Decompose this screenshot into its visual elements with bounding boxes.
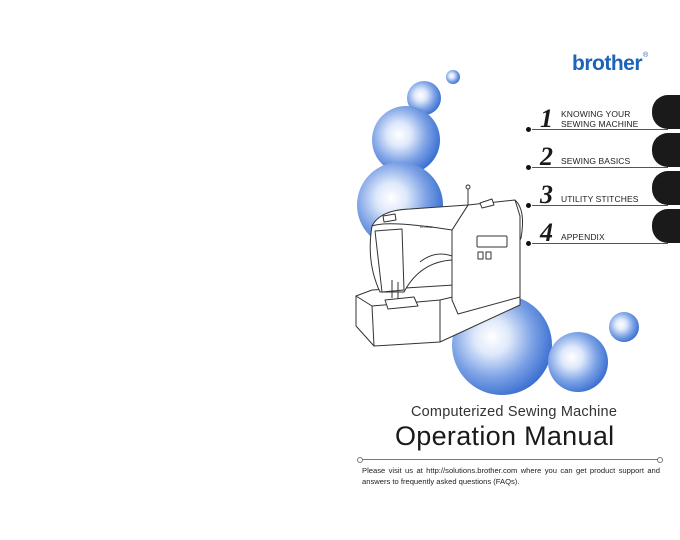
chapter-rule xyxy=(532,205,668,206)
brand-name: brother xyxy=(572,52,643,75)
bullet-icon xyxy=(526,127,531,132)
chapter-number: 4 xyxy=(540,218,553,247)
chapter-label: SEWING BASICS xyxy=(561,156,631,166)
chapter-rule xyxy=(532,129,668,130)
chapter-rule xyxy=(532,167,668,168)
divider-end-icon xyxy=(357,457,363,463)
bubble xyxy=(407,81,441,115)
chapter-rule xyxy=(532,243,668,244)
support-note: Please visit us at http://solutions.brot… xyxy=(362,466,660,486)
chapter-label: SEWING MACHINE xyxy=(561,119,639,129)
chapter-tab xyxy=(652,209,680,243)
chapter-label: KNOWING YOUR xyxy=(561,109,631,119)
chapter-number: 3 xyxy=(540,180,553,209)
cover-title: Operation Manual xyxy=(395,421,615,451)
bullet-icon xyxy=(526,241,531,246)
brand-logo: brother® xyxy=(572,52,648,76)
bubble xyxy=(609,312,639,342)
bubble xyxy=(446,70,460,84)
chapter-tab xyxy=(652,171,680,205)
bubble xyxy=(372,106,440,174)
title-divider xyxy=(357,457,663,463)
chapter-tab xyxy=(652,95,680,129)
toc-item-knowing-your-sewing-machine[interactable]: 1 KNOWING YOUR SEWING MACHINE xyxy=(526,104,668,140)
bubble xyxy=(548,332,608,392)
chapter-number: 2 xyxy=(540,142,553,171)
chapter-tab xyxy=(652,133,680,167)
chapter-number: 1 xyxy=(540,104,553,133)
divider-end-icon xyxy=(657,457,663,463)
toc-item-appendix[interactable]: 4 APPENDIX xyxy=(526,218,668,254)
registered-mark: ® xyxy=(643,52,648,59)
cover-subtitle: Computerized Sewing Machine xyxy=(411,404,618,420)
chapter-label: UTILITY STITCHES xyxy=(561,194,639,204)
toc-item-sewing-basics[interactable]: 2 SEWING BASICS xyxy=(526,142,668,178)
chapter-label: APPENDIX xyxy=(561,232,605,242)
bullet-icon xyxy=(526,203,531,208)
toc-item-utility-stitches[interactable]: 3 UTILITY STITCHES xyxy=(526,180,668,216)
machine-brand-label: brother xyxy=(420,224,433,229)
bullet-icon xyxy=(526,165,531,170)
